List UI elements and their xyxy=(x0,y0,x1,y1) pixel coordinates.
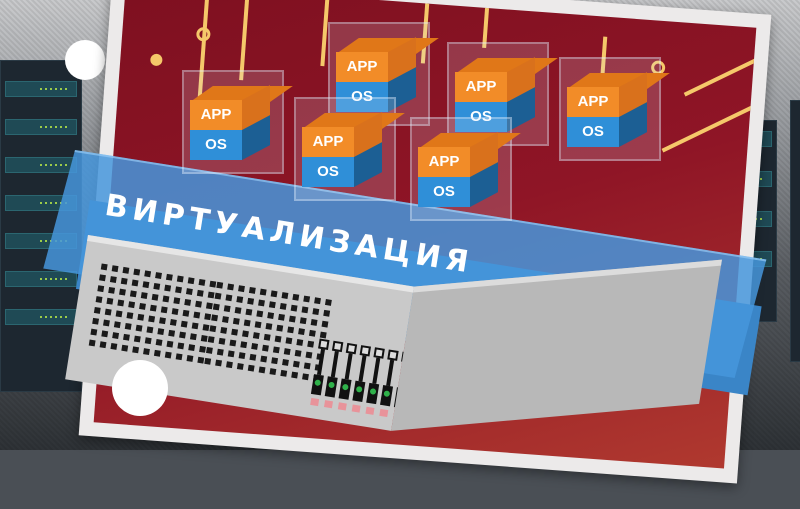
vm-box: APP OS xyxy=(447,42,558,146)
app-label: APP xyxy=(418,147,470,177)
os-label: OS xyxy=(418,177,470,207)
os-label: OS xyxy=(190,130,242,160)
decorative-circle-top xyxy=(65,40,105,80)
os-label: OS xyxy=(336,82,388,112)
app-label: APP xyxy=(455,72,507,102)
os-label: OS xyxy=(302,157,354,187)
vent-grille-right xyxy=(204,281,332,382)
app-label: APP xyxy=(190,100,242,130)
app-label: APP xyxy=(567,87,619,117)
decorative-circle-bottom xyxy=(112,360,168,416)
vm-box: APP OS xyxy=(410,117,521,221)
app-label: APP xyxy=(336,52,388,82)
os-label: OS xyxy=(455,102,507,132)
os-label: OS xyxy=(567,117,619,147)
vm-box: APP OS xyxy=(294,97,405,201)
server-side-panel xyxy=(391,259,722,431)
server-rack-far-right xyxy=(790,100,800,362)
vent-grille-left xyxy=(88,263,217,364)
vm-box: APP OS xyxy=(559,57,670,161)
vm-box: APP OS xyxy=(182,70,293,174)
app-label: APP xyxy=(302,127,354,157)
virtualization-illustration: APP OS APP OS APP OS APP OS APP OS APP O… xyxy=(0,0,800,450)
